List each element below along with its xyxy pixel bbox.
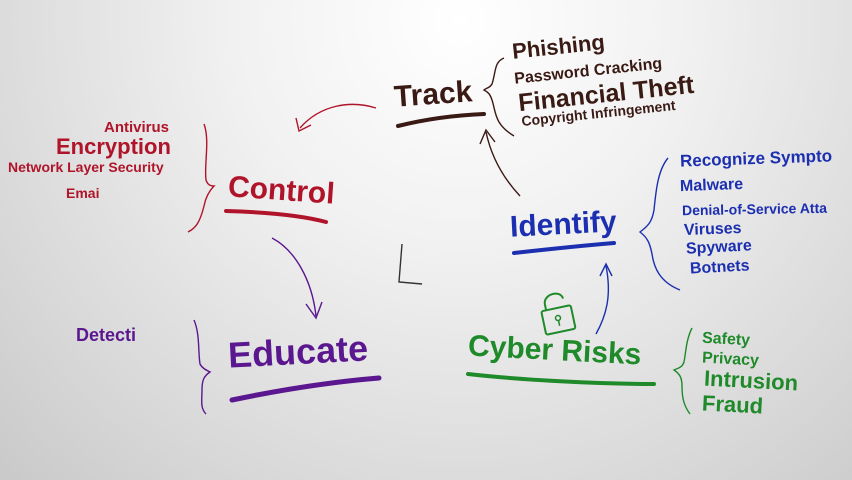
- center-sketch-mark: [398, 243, 423, 285]
- identify-underline: [512, 241, 616, 255]
- arrow-cyber-risks-to-identify-head: [599, 262, 613, 277]
- hub-educate: Educate: [226, 327, 369, 376]
- cyber-risks-item: Safety: [701, 329, 751, 350]
- educate-brace: [193, 319, 212, 415]
- arrow-track-to-control: [299, 103, 377, 129]
- control-underline: [224, 209, 328, 224]
- control-item: Antivirus: [104, 119, 170, 136]
- arrow-control-to-educate: [271, 237, 317, 317]
- identify-item: Botnets: [689, 257, 750, 278]
- identify-item: Denial-of-Service Atta: [681, 199, 828, 219]
- hub-control: Control: [227, 170, 336, 211]
- unlocked-padlock-icon: [540, 292, 577, 336]
- cyber-risks-underline: [466, 372, 656, 386]
- control-item: Encryption: [56, 134, 171, 159]
- control-brace: [187, 123, 216, 233]
- track-underline: [396, 112, 486, 128]
- hub-identify: Identify: [509, 205, 618, 244]
- control-item: Emai: [66, 185, 100, 201]
- control-item: Network Layer Security: [8, 159, 164, 175]
- arrow-cyber-risks-to-identify: [595, 265, 610, 335]
- identify-item: Malware: [679, 175, 744, 196]
- arrow-control-to-educate-head: [305, 301, 323, 320]
- track-brace: [482, 57, 515, 137]
- arrow-identify-to-track: [485, 131, 521, 197]
- identify-item: Viruses: [683, 220, 742, 239]
- educate-item: Detecti: [76, 325, 137, 345]
- cyber-risks-item: Fraud: [701, 390, 764, 419]
- arrow-track-to-control-head: [295, 117, 312, 133]
- educate-underline: [229, 375, 382, 403]
- cyber-risks-brace: [672, 327, 693, 415]
- hub-track: Track: [392, 75, 474, 114]
- identify-brace: [638, 157, 681, 291]
- arrow-identify-to-track-head: [479, 128, 496, 145]
